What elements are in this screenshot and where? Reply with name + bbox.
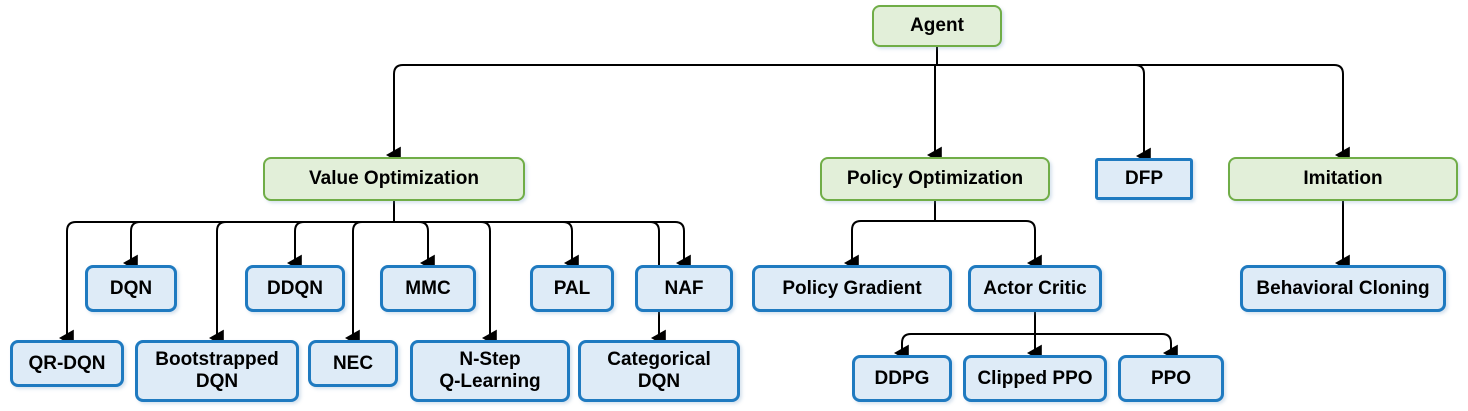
- node-imitation[interactable]: Imitation: [1228, 157, 1458, 201]
- node-label-actor-critic: Actor Critic: [983, 277, 1087, 299]
- node-label-imitation: Imitation: [1303, 168, 1383, 190]
- node-mmc[interactable]: MMC: [380, 265, 476, 312]
- edge-policy-optimization-to-actor-critic: [935, 220, 1042, 272]
- edge-value-optimization-to-mmc: [394, 221, 435, 272]
- node-label-mmc: MMC: [405, 277, 451, 299]
- node-agent[interactable]: Agent: [872, 5, 1002, 47]
- node-label-nec: NEC: [332, 352, 374, 374]
- node-ddqn[interactable]: DDQN: [245, 265, 345, 312]
- edge-value-optimization-to-pal: [394, 221, 579, 272]
- node-nec[interactable]: NEC: [308, 340, 398, 387]
- node-label-ddqn: DDQN: [267, 277, 323, 299]
- edge-value-optimization-to-naf: [394, 221, 691, 272]
- edge-value-optimization-to-dqn: [123, 221, 394, 272]
- edge-agent-to-value-optimization: [386, 64, 937, 164]
- edge-agent-to-policy-optimization: [927, 64, 942, 164]
- node-label-categorical-dqn: Categorical DQN: [607, 349, 711, 392]
- node-qr-dqn[interactable]: QR-DQN: [10, 340, 124, 387]
- edge-actor-critic-to-ddpg: [894, 333, 1035, 362]
- node-dfp[interactable]: DFP: [1095, 158, 1193, 200]
- node-naf[interactable]: NAF: [635, 265, 733, 312]
- node-clipped-ppo[interactable]: Clipped PPO: [963, 355, 1107, 402]
- node-label-dfp: DFP: [1125, 168, 1163, 190]
- node-bootstrapped-dqn[interactable]: Bootstrapped DQN: [135, 340, 299, 402]
- node-behavioral-cloning[interactable]: Behavioral Cloning: [1240, 265, 1446, 312]
- node-label-behavioral-cloning: Behavioral Cloning: [1256, 277, 1430, 299]
- node-dqn[interactable]: DQN: [85, 265, 177, 312]
- node-label-dqn: DQN: [109, 277, 153, 299]
- node-label-pal: PAL: [553, 277, 591, 299]
- node-label-value-optimization: Value Optimization: [309, 168, 479, 190]
- node-policy-optimization[interactable]: Policy Optimization: [820, 157, 1050, 201]
- edge-agent-to-imitation: [937, 64, 1350, 164]
- node-label-policy-optimization: Policy Optimization: [846, 168, 1024, 190]
- node-label-policy-gradient: Policy Gradient: [782, 277, 922, 299]
- node-label-bootstrapped-dqn: Bootstrapped DQN: [155, 349, 279, 392]
- node-n-step-q-learning[interactable]: N-Step Q-Learning: [410, 340, 570, 402]
- node-pal[interactable]: PAL: [530, 265, 614, 312]
- node-ddpg[interactable]: DDPG: [852, 355, 952, 402]
- node-label-agent: Agent: [910, 15, 964, 37]
- node-categorical-dqn[interactable]: Categorical DQN: [578, 340, 740, 402]
- node-label-ppo: PPO: [1150, 367, 1192, 389]
- node-label-clipped-ppo: Clipped PPO: [977, 367, 1093, 389]
- edge-agent-to-dfp: [937, 64, 1151, 165]
- node-label-naf: NAF: [664, 277, 704, 299]
- node-label-ddpg: DDPG: [874, 367, 930, 389]
- node-ppo[interactable]: PPO: [1118, 355, 1224, 402]
- node-value-optimization[interactable]: Value Optimization: [263, 157, 525, 201]
- edge-value-optimization-to-ddqn: [287, 221, 394, 272]
- node-label-qr-dqn: QR-DQN: [28, 352, 106, 374]
- node-label-n-step-q-learning: N-Step Q-Learning: [439, 349, 541, 392]
- node-policy-gradient[interactable]: Policy Gradient: [752, 265, 952, 312]
- node-actor-critic[interactable]: Actor Critic: [968, 265, 1102, 312]
- edge-actor-critic-to-ppo: [1035, 333, 1178, 362]
- edge-policy-optimization-to-policy-gradient: [844, 220, 935, 272]
